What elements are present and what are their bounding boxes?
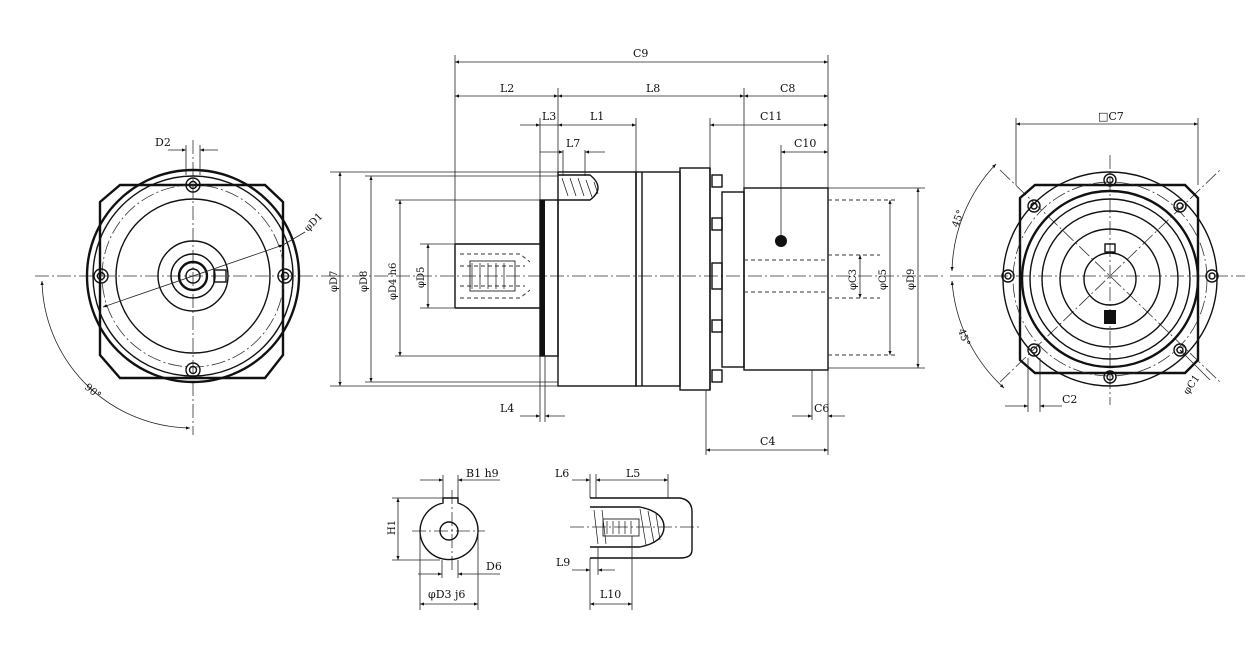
dim-d6: D6 bbox=[486, 560, 502, 573]
dim-l8: L8 bbox=[646, 82, 660, 95]
side-view: C9 L2 L8 C8 L3 L1 L7 C11 C10 φD7 φD8 bbox=[329, 47, 945, 455]
dim-l7: L7 bbox=[566, 137, 580, 150]
dim-c9: C9 bbox=[633, 47, 648, 60]
dim-c2: C2 bbox=[1062, 393, 1077, 406]
dim-d4: φD4 h6 bbox=[388, 263, 399, 300]
dim-d3: φD3 j6 bbox=[428, 588, 465, 601]
shaft-end-detail: L6 L5 L9 L10 bbox=[555, 467, 700, 610]
dim-c8: C8 bbox=[780, 82, 795, 95]
dim-c6: C6 bbox=[814, 402, 829, 415]
keyed-shaft-section: B1 h9 H1 D6 φD3 j6 bbox=[387, 467, 502, 610]
dim-angle-45-bottom: 45° bbox=[955, 327, 971, 347]
dim-angle-45-top: 45° bbox=[950, 209, 966, 229]
dim-l4: L4 bbox=[500, 402, 514, 415]
dim-l2: L2 bbox=[500, 82, 514, 95]
dim-d8: φD8 bbox=[359, 271, 370, 292]
dim-c7: □C7 bbox=[1098, 110, 1124, 123]
dim-c4: C4 bbox=[760, 435, 775, 448]
dim-b1: B1 h9 bbox=[466, 467, 499, 480]
dim-d9: φD9 bbox=[906, 269, 917, 290]
dim-d2: D2 bbox=[155, 136, 171, 149]
left-end-view: D2 φD1 90° bbox=[35, 136, 340, 435]
dim-l10: L10 bbox=[600, 588, 621, 601]
dim-l1: L1 bbox=[590, 110, 604, 123]
dim-c1: φC1 bbox=[1181, 373, 1202, 397]
dim-c10: C10 bbox=[794, 137, 816, 150]
dim-c5: φC5 bbox=[878, 269, 889, 290]
dim-d1: φD1 bbox=[302, 211, 325, 234]
dim-l3: L3 bbox=[542, 110, 556, 123]
dim-c11: C11 bbox=[760, 110, 782, 123]
dim-c3: φC3 bbox=[848, 269, 859, 290]
dim-d7: φD7 bbox=[329, 271, 340, 292]
dim-l5: L5 bbox=[626, 467, 640, 480]
dim-l9: L9 bbox=[556, 556, 570, 569]
right-end-view: □C7 45° 45° φC1 C2 bbox=[950, 110, 1245, 412]
dim-d5: φD5 bbox=[416, 267, 427, 288]
dim-angle-90: 90° bbox=[82, 382, 103, 402]
dim-h1: H1 bbox=[387, 520, 398, 535]
dim-l6: L6 bbox=[555, 467, 569, 480]
